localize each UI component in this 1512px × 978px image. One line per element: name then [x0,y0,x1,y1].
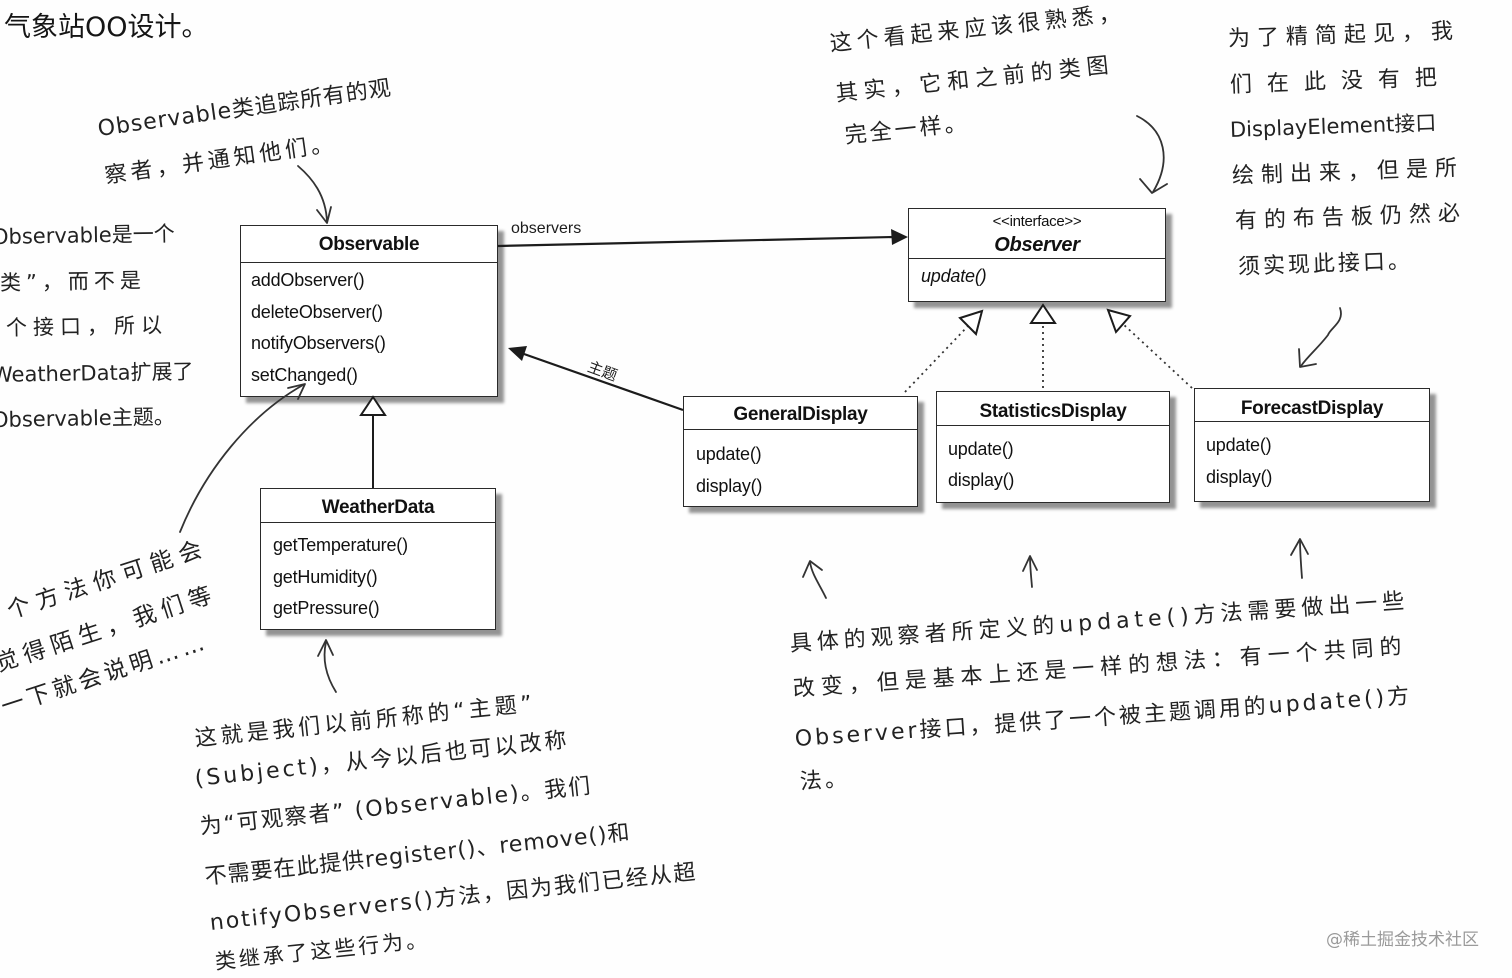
realization-triangle-forecast [1106,308,1132,334]
method: update() [921,266,987,286]
class-name: ForecastDisplay [1195,389,1429,422]
class-name: GeneralDisplay [684,397,917,430]
note-line: 其实，它和之前的类图 [834,52,1116,107]
method-list: update() [909,259,1165,290]
method: update() [1206,435,1272,455]
note-line: 法。 [799,766,851,795]
note-arrowhead-forecast-display [1290,538,1309,556]
method: deleteObserver() [251,301,383,322]
method: update() [696,444,762,464]
method-list: addObserver() deleteObserver() notifyObs… [241,263,497,391]
generalization-triangle [359,395,387,416]
method: getPressure() [273,598,380,618]
note-arrowhead-observable [316,206,332,224]
note-line: 绘制出来，但是所 [1231,155,1465,189]
note-arrowhead-forecast [1298,348,1317,368]
method: getTemperature() [273,535,408,555]
note-line: 为了精简起见，我 [1227,18,1461,52]
realization-triangle-statistics [1029,303,1057,324]
note-line: 完全一样。 [843,111,971,149]
note-line: 个接口，所以 [5,313,169,340]
page-title: 气象站OO设计。 [4,12,209,43]
note-arrowhead-observer [1139,178,1168,194]
subject-arrowhead [508,346,527,361]
observers-label: observers [511,220,582,237]
note-line: WeatherData扩展了 [0,359,194,387]
realization-triangle-general [958,309,984,336]
note-line: Observable主题。 [0,404,175,432]
general-display-realization-line [904,325,969,393]
note-arrow-forecast-display [1299,539,1303,579]
class-weather-data: WeatherData getTemperature() getHumidity… [260,488,496,630]
note-arrow-statistics-display [1029,556,1033,588]
stereotype-label: <<interface>> [992,213,1082,230]
class-statistics-display: StatisticsDisplay update() display() [936,391,1170,503]
method-list: update() display() [937,426,1169,496]
interface-observer: <<interface>> Observer update() [908,208,1166,302]
method: addObserver() [251,270,365,290]
class-name: StatisticsDisplay [937,392,1169,426]
method: display() [1206,467,1273,487]
note-line: DisplayElement接口 [1229,110,1437,142]
method: getHumidity() [273,566,378,587]
class-observable: Observable addObserver() deleteObserver(… [240,225,498,397]
interface-name: Observer [994,234,1080,256]
observers-arrowhead [891,229,908,245]
note-arrow-observer [1136,115,1165,193]
note-line: 察者，并通知他们。 [103,131,339,189]
class-forecast-display: ForecastDisplay update() display() [1194,388,1430,502]
method-list: update() display() [684,430,917,502]
forecast-display-realization-line [1122,323,1193,389]
note-line: 们在此没有把 [1229,65,1453,98]
note-arrowhead-statistics-display [1022,555,1038,572]
note-line: 有的布告板仍然必 [1234,200,1468,234]
note-line: 这个看起来应该很熟悉， [828,1,1127,57]
note-arrow-general-display [809,561,827,599]
note-arrow-forecast [1300,307,1342,367]
method-list: update() display() [1195,422,1429,493]
note-arrow-weatherdata [323,641,337,693]
method: display() [948,470,1015,490]
note-arrowhead-general-display [802,560,823,578]
method: notifyObservers() [251,333,386,353]
method: update() [948,439,1014,459]
note-arrow-observable [297,165,328,223]
method: setChanged() [251,364,358,385]
note-line: 须实现此接口。 [1237,248,1414,280]
class-name: WeatherData [261,489,495,523]
subject-label: 主题 [585,358,620,385]
method-list: getTemperature() getHumidity() getPressu… [261,523,495,625]
note-line: 类”，而不是 [0,268,147,295]
note-line: Observable类追踪所有的观 [96,75,394,142]
method: display() [696,476,763,496]
class-name: Observable [241,226,497,263]
note-line: Observable是一个 [0,221,175,249]
class-general-display: GeneralDisplay update() display() [683,396,918,507]
watermark: @稀土掘金技术社区 [1326,930,1479,950]
note-arrowhead-weatherdata [317,639,334,657]
interface-header: <<interface>> Observer [909,209,1165,259]
